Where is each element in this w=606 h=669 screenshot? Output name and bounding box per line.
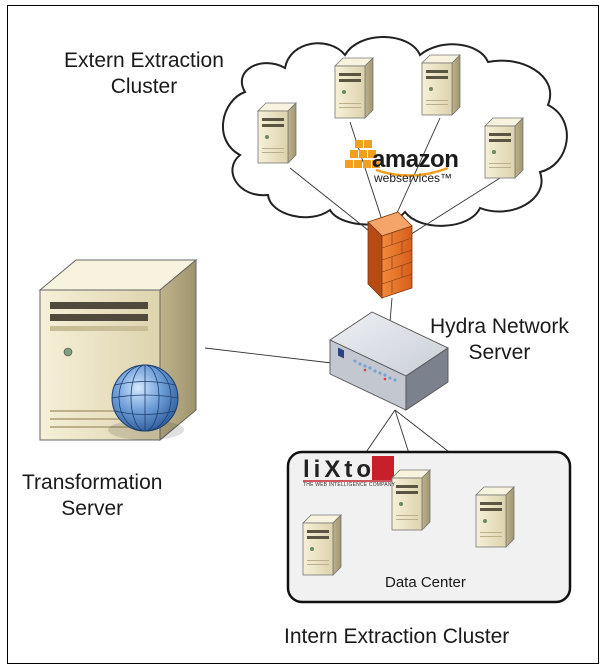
amazon-smile-icon: [375, 166, 449, 177]
amazon-logo-word: amazon: [372, 146, 459, 173]
amazon-logo-sub: webservices™: [374, 171, 453, 185]
intern-server-1: [302, 514, 342, 576]
network-switch-icon: [329, 311, 449, 411]
cloud-server-4: [484, 117, 524, 179]
cloud-server-3: [421, 54, 461, 116]
cloud-shape: [222, 36, 568, 227]
lixto-logo-word: liXto: [303, 456, 375, 483]
cloud-server-2: [334, 57, 374, 119]
amazon-logo: amazon webservices™: [372, 146, 459, 185]
intern-server-2: [391, 469, 431, 531]
lixto-logo: liXto THE WEB INTELLIGENCE COMPANY: [303, 456, 396, 489]
firewall-link: [389, 297, 393, 323]
data-center-label: Data Center: [385, 574, 466, 591]
lixto-logo-box: [372, 456, 394, 480]
lixto-logo-sub: THE WEB INTELLIGENCE COMPANY: [303, 482, 396, 488]
globe-icon: [108, 364, 184, 440]
firewall-icon: [367, 211, 413, 299]
transformation-link: [204, 347, 341, 365]
transformation-label: Transformation Server: [22, 471, 163, 520]
intern-server-3: [475, 486, 515, 548]
cloud-server-1: [257, 102, 297, 164]
hydra-label: Hydra Network Server: [430, 315, 569, 364]
cloud-links: [289, 117, 501, 239]
extern-cluster-label: Extern Extraction Cluster: [64, 49, 224, 98]
intern-cluster-label: Intern Extraction Cluster: [284, 625, 510, 648]
amazon-cubes-icon: [345, 140, 380, 168]
